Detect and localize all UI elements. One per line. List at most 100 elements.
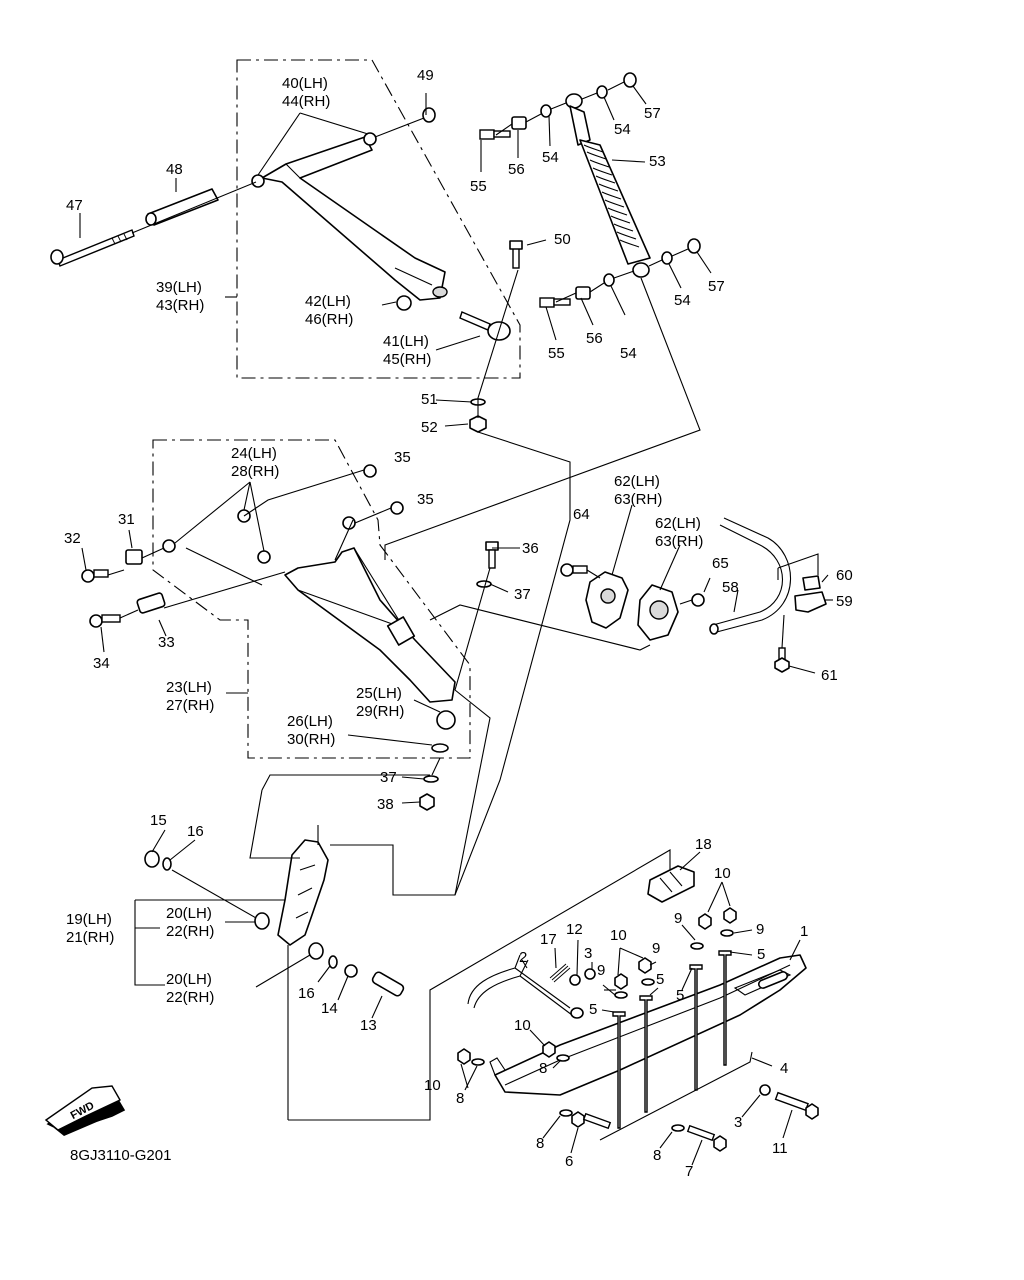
wear-bar-4 — [599, 1051, 753, 1141]
washer-16-a — [162, 857, 172, 871]
bolt-5-c — [612, 1011, 626, 1129]
callout-17: 17 — [540, 931, 557, 948]
callout-24: 24(LH) — [231, 445, 277, 462]
callout-8-b: 8 — [456, 1090, 464, 1107]
callout-48: 48 — [166, 161, 183, 178]
callout-35-b: 35 — [417, 491, 434, 508]
collar-56-upper — [511, 116, 527, 130]
callout-51: 51 — [421, 391, 438, 408]
callout-54-lower-b: 54 — [674, 292, 691, 309]
bracket-59 — [794, 591, 827, 613]
collar-56-lower — [575, 286, 591, 300]
callout-29: 29(RH) — [356, 703, 404, 720]
bolt-61 — [774, 647, 790, 673]
nut-57-lower — [687, 238, 701, 254]
callout-9-d: 9 — [597, 962, 605, 979]
bushing-20-a — [254, 912, 270, 930]
callout-3-a: 3 — [584, 945, 592, 962]
callout-27: 27(RH) — [166, 697, 214, 714]
washer-54-upper-a — [540, 104, 552, 118]
ball-joint-25 — [436, 710, 456, 730]
upper-arm-part — [261, 136, 446, 301]
nut-10-d — [638, 957, 652, 974]
fwd-arrow-icon: FWD — [44, 1085, 126, 1136]
bolt-36 — [485, 541, 499, 569]
callout-21: 21(RH) — [66, 929, 114, 946]
callout-52: 52 — [421, 419, 438, 436]
nut-10-c — [614, 973, 628, 990]
callout-50: 50 — [554, 231, 571, 248]
callout-23: 23(LH) — [166, 679, 212, 696]
nut-35-b — [390, 501, 404, 515]
callout-39: 39(LH) — [156, 279, 202, 296]
bolt-50 — [509, 240, 523, 269]
callout-8-a: 8 — [539, 1060, 547, 1077]
nut-49 — [422, 107, 436, 123]
stabilizer-bar-58 — [712, 517, 792, 634]
callout-32: 32 — [64, 530, 81, 547]
bolt-55-upper — [479, 129, 511, 140]
callout-35-a: 35 — [394, 449, 411, 466]
bolt-6 — [571, 1111, 612, 1130]
callout-43: 43(RH) — [156, 297, 204, 314]
washer-37-b — [423, 775, 439, 783]
bushing-15 — [144, 850, 160, 868]
nut-10-a — [698, 913, 712, 930]
collar-14 — [344, 964, 358, 978]
washer-54-lower-b — [661, 251, 673, 265]
leader-lines — [79, 81, 833, 1166]
callout-2: 2 — [519, 949, 527, 966]
callout-16-a: 16 — [187, 823, 204, 840]
callout-3-b: 3 — [734, 1114, 742, 1131]
callout-47: 47 — [66, 197, 83, 214]
bolt-34 — [89, 614, 121, 628]
callout-25: 25(LH) — [356, 685, 402, 702]
nut-10-e — [542, 1041, 556, 1058]
callout-28: 28(RH) — [231, 463, 279, 480]
callout-labels: 40(LH) 44(RH) 49 48 47 39(LH) 43(RH) 42(… — [64, 67, 853, 1180]
callout-9-c: 9 — [652, 940, 660, 957]
bolt-11 — [774, 1091, 819, 1120]
callout-1: 1 — [800, 923, 808, 940]
spring-17 — [549, 963, 571, 983]
nut-57-upper — [623, 72, 637, 88]
bolt-55-lower — [539, 297, 571, 308]
callout-65: 65 — [712, 555, 729, 572]
lower-arm-group — [81, 439, 499, 811]
callout-10-c: 10 — [514, 1017, 531, 1034]
callout-54-upper-b: 54 — [614, 121, 631, 138]
callout-37-b: 37 — [380, 769, 397, 786]
callout-22-b: 22(RH) — [166, 989, 214, 1006]
callout-9-b: 9 — [756, 921, 764, 938]
callout-7: 7 — [685, 1163, 693, 1180]
ball-joint-41 — [459, 311, 511, 341]
callout-18: 18 — [695, 836, 712, 853]
callout-62-a: 62(LH) — [614, 473, 660, 490]
callout-19: 19(LH) — [66, 911, 112, 928]
callout-49: 49 — [417, 67, 434, 84]
callout-20-a: 20(LH) — [166, 905, 212, 922]
callout-55-lower: 55 — [548, 345, 565, 362]
lower-arm-bracket — [386, 616, 416, 646]
callout-16-b: 16 — [298, 985, 315, 1002]
washer-54-upper-b — [596, 85, 608, 99]
callout-26: 26(LH) — [287, 713, 333, 730]
callout-58: 58 — [722, 579, 739, 596]
callout-8-c: 8 — [536, 1135, 544, 1152]
shock-53 — [565, 93, 651, 278]
callout-42: 42(LH) — [305, 293, 351, 310]
callout-54-lower-a: 54 — [620, 345, 637, 362]
pin-13 — [371, 971, 405, 997]
callout-12: 12 — [566, 921, 583, 938]
callout-30: 30(RH) — [287, 731, 335, 748]
clip-60 — [802, 575, 821, 591]
callout-5-b: 5 — [656, 971, 664, 988]
ski-group — [457, 865, 819, 1152]
sleeve-48 — [147, 188, 219, 226]
callout-55-upper: 55 — [470, 178, 487, 195]
callout-11: 11 — [772, 1140, 788, 1157]
stabilizer-group — [560, 517, 827, 673]
diagram-code: 8GJ3110-G201 — [70, 1147, 171, 1164]
lower-arm-part — [284, 547, 456, 703]
callout-57-lower: 57 — [708, 278, 725, 295]
